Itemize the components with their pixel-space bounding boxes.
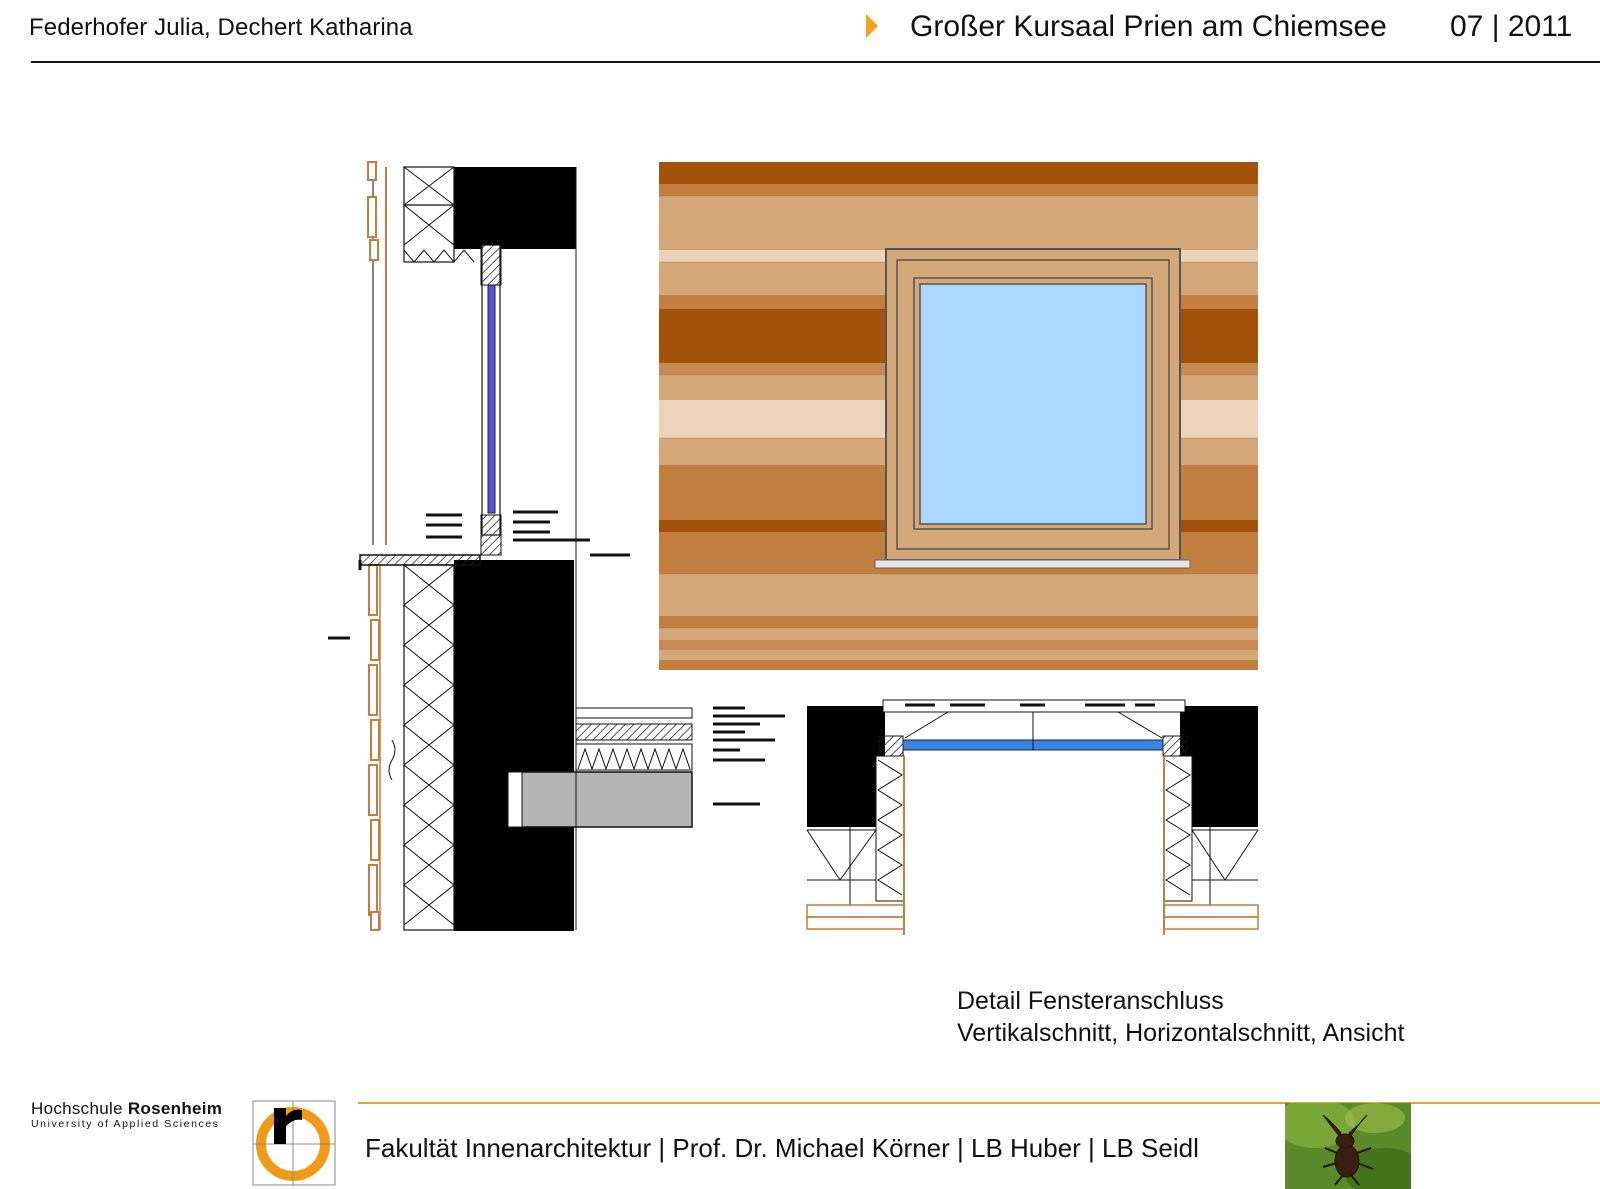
horizontal-section-drawing <box>806 699 1259 935</box>
caption-line-1: Detail Fensteranschluss <box>957 987 1224 1015</box>
presentation-title: Großer Kursaal Prien am Chiemsee <box>910 10 1387 43</box>
figure-caption: Detail Fensteranschluss Vertikalschnitt,… <box>957 985 1404 1049</box>
university-name-prefix: Hochschule <box>31 1099 128 1118</box>
footer-divider <box>358 1102 1600 1104</box>
vertical-section-drawing <box>328 161 785 931</box>
university-name: Hochschule Rosenheim <box>31 1099 222 1119</box>
hochschule-rosenheim-logo <box>252 1100 336 1186</box>
university-subtitle: University of Applied Sciences <box>31 1118 220 1130</box>
elevation-drawing <box>659 162 1258 670</box>
stag-beetle-photo <box>1285 1103 1411 1189</box>
arrow-right-icon <box>866 14 878 38</box>
author-names: Federhofer Julia, Dechert Katharina <box>29 14 413 41</box>
university-name-bold: Rosenheim <box>127 1099 223 1118</box>
caption-line-2: Vertikalschnitt, Horizontalschnitt, Ansi… <box>957 1019 1405 1047</box>
faculty-line: Fakultät Innenarchitektur | Prof. Dr. Mi… <box>365 1133 1199 1163</box>
header-divider <box>31 61 1600 63</box>
presentation-date: 07 | 2011 <box>1450 10 1573 43</box>
